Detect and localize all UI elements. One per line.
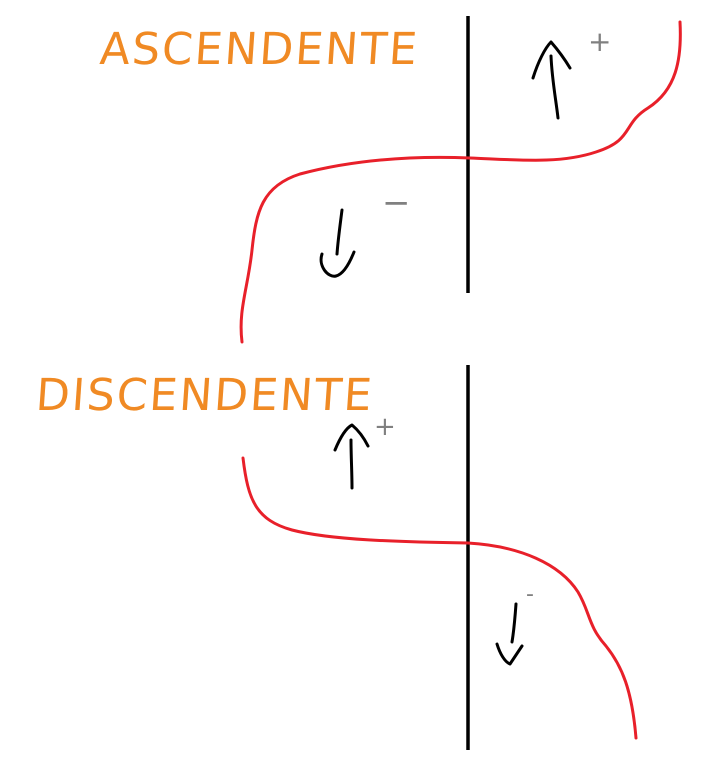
descending-curve: [241, 456, 638, 740]
ascending-curve: [239, 20, 682, 344]
minus-sign-top: −: [382, 183, 411, 223]
plus-sign-top: +: [588, 25, 612, 58]
minus-sign-bottom: -: [526, 582, 534, 607]
up-arrow-top: [531, 40, 572, 120]
panel-ascendente: [239, 16, 682, 344]
up-arrow-bottom: [333, 423, 370, 490]
panel-discendente: [241, 365, 638, 750]
down-arrow-top: [319, 208, 356, 278]
label-discendente: DISCENDENTE: [34, 370, 376, 421]
down-arrow-bottom: [495, 602, 524, 666]
plus-sign-bottom: +: [374, 412, 396, 442]
label-ascendente: ASCENDENTE: [98, 24, 421, 75]
